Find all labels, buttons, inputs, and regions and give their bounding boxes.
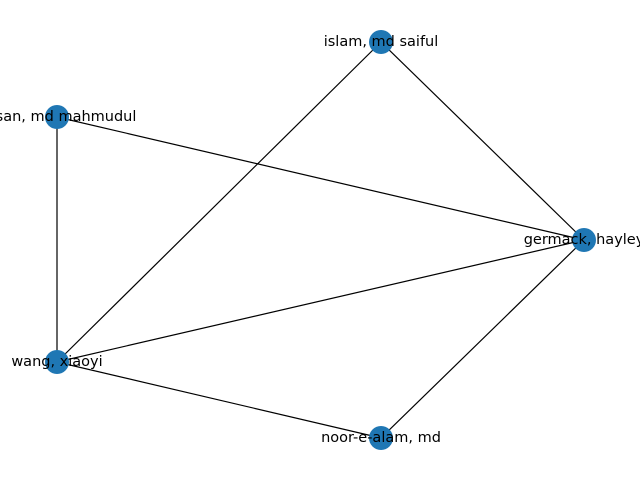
node-noor bbox=[369, 426, 393, 450]
edge-wang-noor bbox=[56, 361, 382, 439]
edge-islam-wang bbox=[56, 41, 382, 363]
edge-noor-germack bbox=[380, 239, 585, 439]
node-label-germack: germack, hayley bbox=[524, 232, 640, 248]
edge-hasan-germack bbox=[56, 116, 585, 241]
edge-layer bbox=[56, 41, 585, 439]
node-label-islam: islam, md saiful bbox=[324, 34, 439, 50]
edge-islam-germack bbox=[380, 41, 585, 241]
node-label-wang: wang, xiaoyi bbox=[11, 354, 102, 370]
node-layer bbox=[45, 30, 596, 450]
node-wang bbox=[45, 350, 69, 374]
node-label-noor: noor-e-alam, md bbox=[321, 430, 441, 446]
node-islam bbox=[369, 30, 393, 54]
edge-wang-germack bbox=[56, 239, 585, 363]
node-hasan bbox=[45, 105, 69, 129]
node-label-hasan: hasan, md mahmudul bbox=[0, 109, 136, 125]
label-layer: islam, md saiful hasan, md mahmudul germac… bbox=[0, 34, 640, 446]
node-germack bbox=[572, 228, 596, 252]
